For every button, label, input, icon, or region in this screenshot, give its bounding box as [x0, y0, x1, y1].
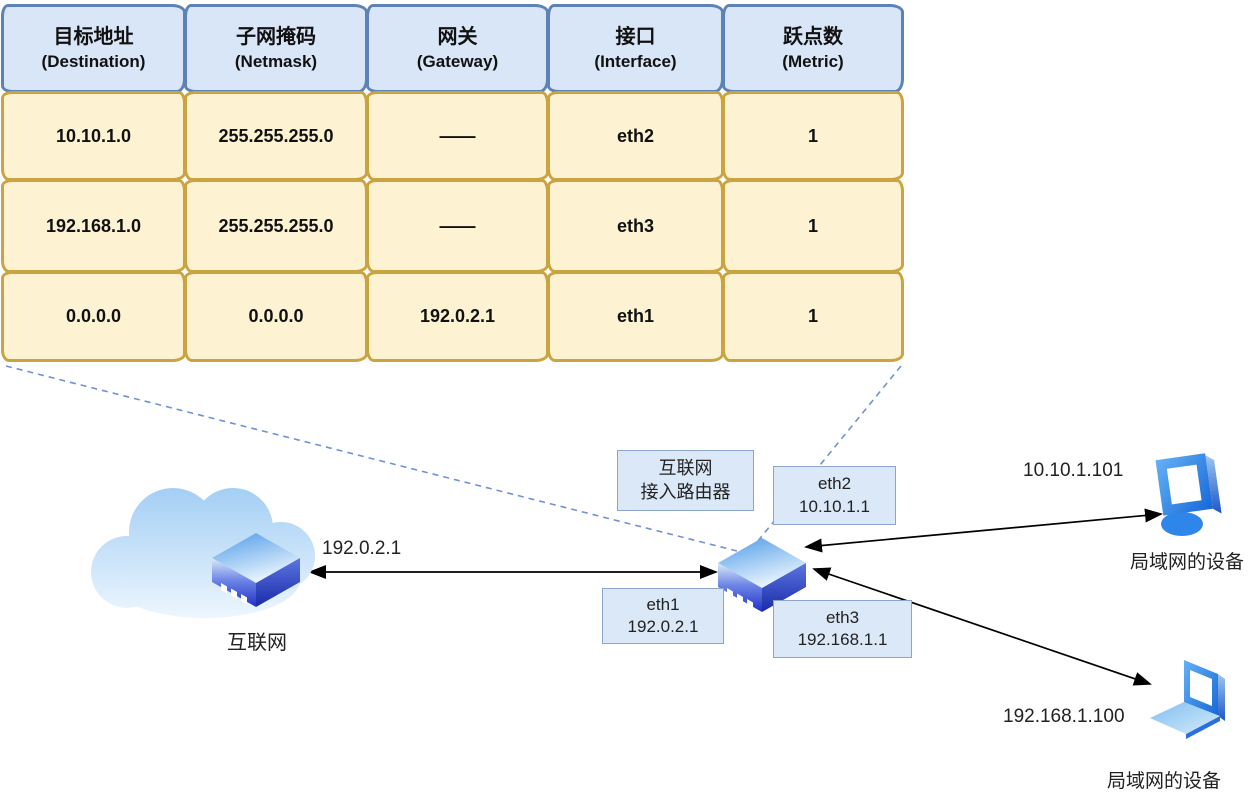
- table-cell: 192.168.1.0: [1, 179, 186, 273]
- table-cell: eth1: [547, 271, 724, 362]
- eth2-label-box: eth2 10.10.1.1: [773, 466, 896, 525]
- wan-ip-label: 192.0.2.1: [322, 538, 402, 559]
- internet-label: 互联网: [227, 632, 287, 654]
- col-header-zh: 目标地址: [53, 25, 134, 48]
- table-cell: 255.255.255.0: [184, 91, 368, 181]
- col-header-zh: 网关: [437, 25, 478, 48]
- table-cell: 192.0.2.1: [366, 271, 549, 362]
- table-cell: 255.255.255.0: [184, 179, 368, 273]
- eth1-ip: 192.0.2.1: [627, 617, 699, 636]
- col-header-en: (Interface): [594, 51, 677, 71]
- monitor-icon: [1155, 453, 1222, 536]
- col-header-zh: 子网掩码: [236, 25, 316, 48]
- table-cell: 0.0.0.0: [184, 271, 368, 362]
- col-header-gateway: 网关 (Gateway): [366, 4, 549, 93]
- table-cell: ——: [366, 179, 549, 273]
- router-name-line1: 互联网: [658, 457, 713, 478]
- col-header-zh: 跃点数: [783, 25, 843, 48]
- device-bottom-name-label: 局域网的设备: [1107, 771, 1222, 792]
- table-cell: 1: [722, 179, 904, 273]
- eth3-ip: 192.168.1.1: [797, 630, 888, 649]
- eth1-name: eth1: [646, 594, 680, 614]
- table-cell: 1: [722, 91, 904, 181]
- table-cell: eth2: [547, 91, 724, 181]
- router-name-label-box: 互联网 接入路由器: [617, 450, 754, 511]
- device-bottom-ip-label: 192.168.1.100: [1003, 706, 1125, 727]
- table-cell: ——: [366, 91, 549, 181]
- eth3-name: eth3: [825, 607, 860, 627]
- col-header-metric: 跃点数 (Metric): [722, 4, 904, 93]
- col-header-en: (Destination): [41, 51, 146, 71]
- col-header-zh: 接口: [615, 25, 656, 48]
- routing-table: 目标地址 (Destination) 子网掩码 (Netmask) 网关 (Ga…: [1, 4, 904, 362]
- device-top-name-label: 局域网的设备: [1130, 552, 1245, 573]
- link-router-device-bottom: [812, 567, 1152, 686]
- table-cell: 1: [722, 271, 904, 362]
- zoom-connector-left: [5, 365, 742, 553]
- table-cell: 0.0.0.0: [1, 271, 186, 362]
- zoom-connector-right: [752, 365, 902, 548]
- eth2-name: eth2: [817, 474, 852, 494]
- laptop-icon: [1150, 660, 1225, 739]
- eth2-ip: 10.10.1.1: [799, 496, 870, 516]
- link-router-device-top: [804, 508, 1163, 553]
- col-header-en: (Metric): [782, 51, 844, 71]
- col-header-en: (Netmask): [234, 51, 318, 71]
- col-header-netmask: 子网掩码 (Netmask): [184, 4, 368, 93]
- table-cell: 10.10.1.0: [1, 91, 186, 181]
- col-header-destination: 目标地址 (Destination): [1, 4, 186, 93]
- eth1-label-box: eth1 192.0.2.1: [602, 588, 724, 644]
- device-top-ip-label: 10.10.1.101: [1023, 460, 1124, 481]
- router-name-line2: 接入路由器: [640, 481, 731, 502]
- table-cell: eth3: [547, 179, 724, 273]
- col-header-en: (Gateway): [416, 51, 499, 71]
- eth3-label-box: eth3 192.168.1.1: [773, 600, 912, 658]
- col-header-interface: 接口 (Interface): [547, 4, 724, 93]
